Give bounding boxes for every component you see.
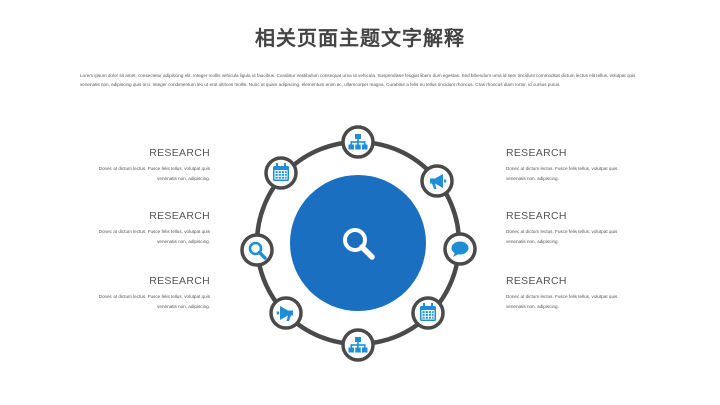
right-block-1: RESEARCH Donec at dictum lectus. Fusce f… xyxy=(506,147,638,184)
block-body: Donec at dictum lectus. Fusce felis tell… xyxy=(506,294,618,309)
block-body: Donec at dictum lectus. Fusce felis tell… xyxy=(506,166,618,181)
block-heading: RESEARCH xyxy=(149,275,210,287)
ring-node-bottom-right xyxy=(411,296,445,330)
right-block-2: RESEARCH Donec at dictum lectus. Fusce f… xyxy=(506,210,638,247)
ring-node-right xyxy=(443,232,477,266)
center-circle xyxy=(290,175,426,311)
block-body: Donec at dictum lectus. Fusce felis tell… xyxy=(98,229,210,244)
block-heading: RESEARCH xyxy=(149,147,210,159)
block-body: Donec at dictum lectus. Fusce felis tell… xyxy=(98,294,210,309)
ring-node-top-left xyxy=(264,156,298,190)
ring-node-bottom-left xyxy=(269,296,303,330)
block-heading: RESEARCH xyxy=(506,275,567,287)
left-block-2: RESEARCH Donec at dictum lectus. Fusce f… xyxy=(78,210,210,247)
right-block-3: RESEARCH Donec at dictum lectus. Fusce f… xyxy=(506,275,638,312)
block-heading: RESEARCH xyxy=(149,210,210,222)
ring-node-left xyxy=(240,233,274,267)
ring-node-top xyxy=(341,125,375,159)
block-body: Donec at dictum lectus. Fusce felis tell… xyxy=(506,229,618,244)
block-heading: RESEARCH xyxy=(506,147,567,159)
page-title: 相关页面主题文字解释 xyxy=(255,26,465,50)
search-icon xyxy=(343,228,375,260)
block-heading: RESEARCH xyxy=(506,210,567,222)
ring-node-top-right xyxy=(420,164,454,198)
intro-paragraph: Lorem ipsum dolor sit amet, consectetur … xyxy=(80,73,636,87)
ring-node-bottom xyxy=(341,328,375,362)
block-body: Donec at dictum lectus. Fusce felis tell… xyxy=(98,166,210,181)
left-block-3: RESEARCH Donec at dictum lectus. Fusce f… xyxy=(78,275,210,312)
left-block-1: RESEARCH Donec at dictum lectus. Fusce f… xyxy=(78,147,210,184)
